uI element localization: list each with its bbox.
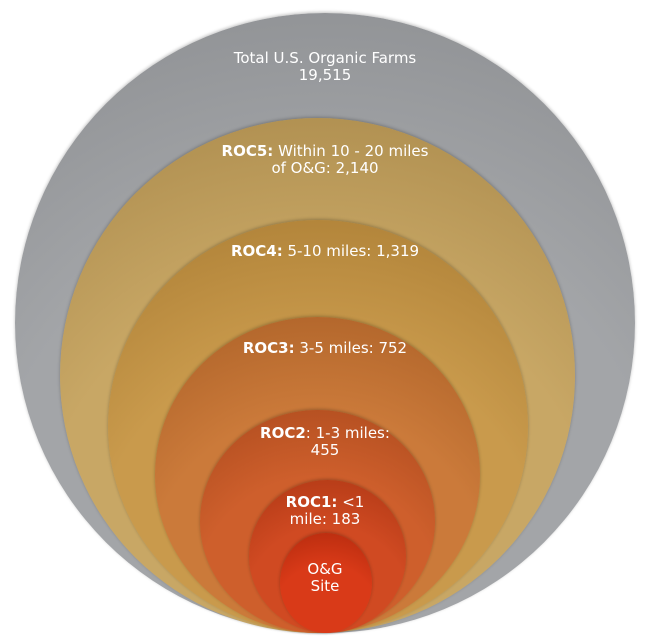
ring-site [280,533,372,633]
label-roc1-line2: mile: 183 [289,510,361,528]
label-roc5-line2: of O&G: 2,140 [271,159,379,177]
label-roc4-name: ROC4: [230,242,283,260]
label-total: Total U.S. Organic Farms 19,515 [0,50,650,84]
label-site-line1: O&G [307,560,343,578]
label-site: O&G Site [0,561,650,595]
label-roc2-line1: : 1-3 miles: [305,424,390,442]
label-site-line2: Site [310,577,340,595]
label-roc2: ROC2: 1-3 miles: 455 [0,425,650,459]
label-roc5-name: ROC5: [221,142,274,160]
label-roc5-line1: Within 10 - 20 miles [273,142,429,160]
label-total-line1: Total U.S. Organic Farms [233,49,417,67]
label-roc5: ROC5: Within 10 - 20 miles of O&G: 2,140 [0,143,650,177]
label-roc1: ROC1: <1 mile: 183 [0,494,650,528]
label-roc4-line1: 5-10 miles: 1,319 [282,242,420,260]
label-roc2-line2: 455 [310,441,340,459]
label-roc3-name: ROC3: [242,339,295,357]
label-roc3: ROC3: 3-5 miles: 752 [0,340,650,357]
label-roc3-line1: 3-5 miles: 752 [294,339,408,357]
label-roc4: ROC4: 5-10 miles: 1,319 [0,243,650,260]
label-roc2-name: ROC2 [260,424,306,442]
label-total-line2: 19,515 [298,66,352,84]
label-roc1-line1: <1 [337,493,365,511]
label-roc1-name: ROC1: [285,493,338,511]
